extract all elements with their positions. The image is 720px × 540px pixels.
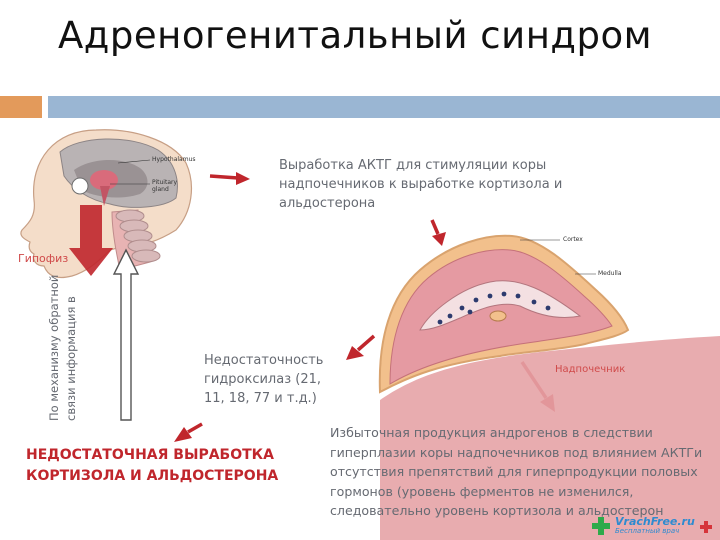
- accent-bar-blue: [48, 96, 720, 118]
- medical-cross-icon-right: [699, 520, 713, 534]
- androgen-text: Избыточная продукция андрогенов в следст…: [330, 423, 710, 521]
- watermark-sub: Бесплатный врач: [615, 527, 679, 535]
- adrenal-label: Надпочечник: [555, 364, 625, 375]
- medical-cross-icon: [591, 516, 611, 536]
- slide-title: Адреногенитальный синдром: [58, 14, 652, 57]
- feedback-label: По механизму обратной связи информация в: [46, 261, 82, 421]
- hydroxylase-text: Недостаточность гидроксилаз (21, 11, 18,…: [204, 351, 339, 408]
- watermark: VrachFree.ru Бесплатный врач: [591, 514, 717, 538]
- label-pituitary-gland: Pituitary gland: [152, 179, 188, 193]
- actg-text: Выработка АКТГ для стимуляции коры надпо…: [279, 156, 599, 213]
- deficit-text: НЕДОСТАТОЧНАЯ ВЫРАБОТКА КОРТИЗОЛА И АЛЬД…: [26, 445, 326, 487]
- feedback-up-arrow: [114, 250, 138, 420]
- label-cortex: Cortex: [563, 236, 583, 243]
- label-hypothalamus: Hypothalamus: [152, 156, 196, 163]
- label-medulla: Medulla: [598, 270, 622, 277]
- accent-bar-orange: [0, 96, 42, 118]
